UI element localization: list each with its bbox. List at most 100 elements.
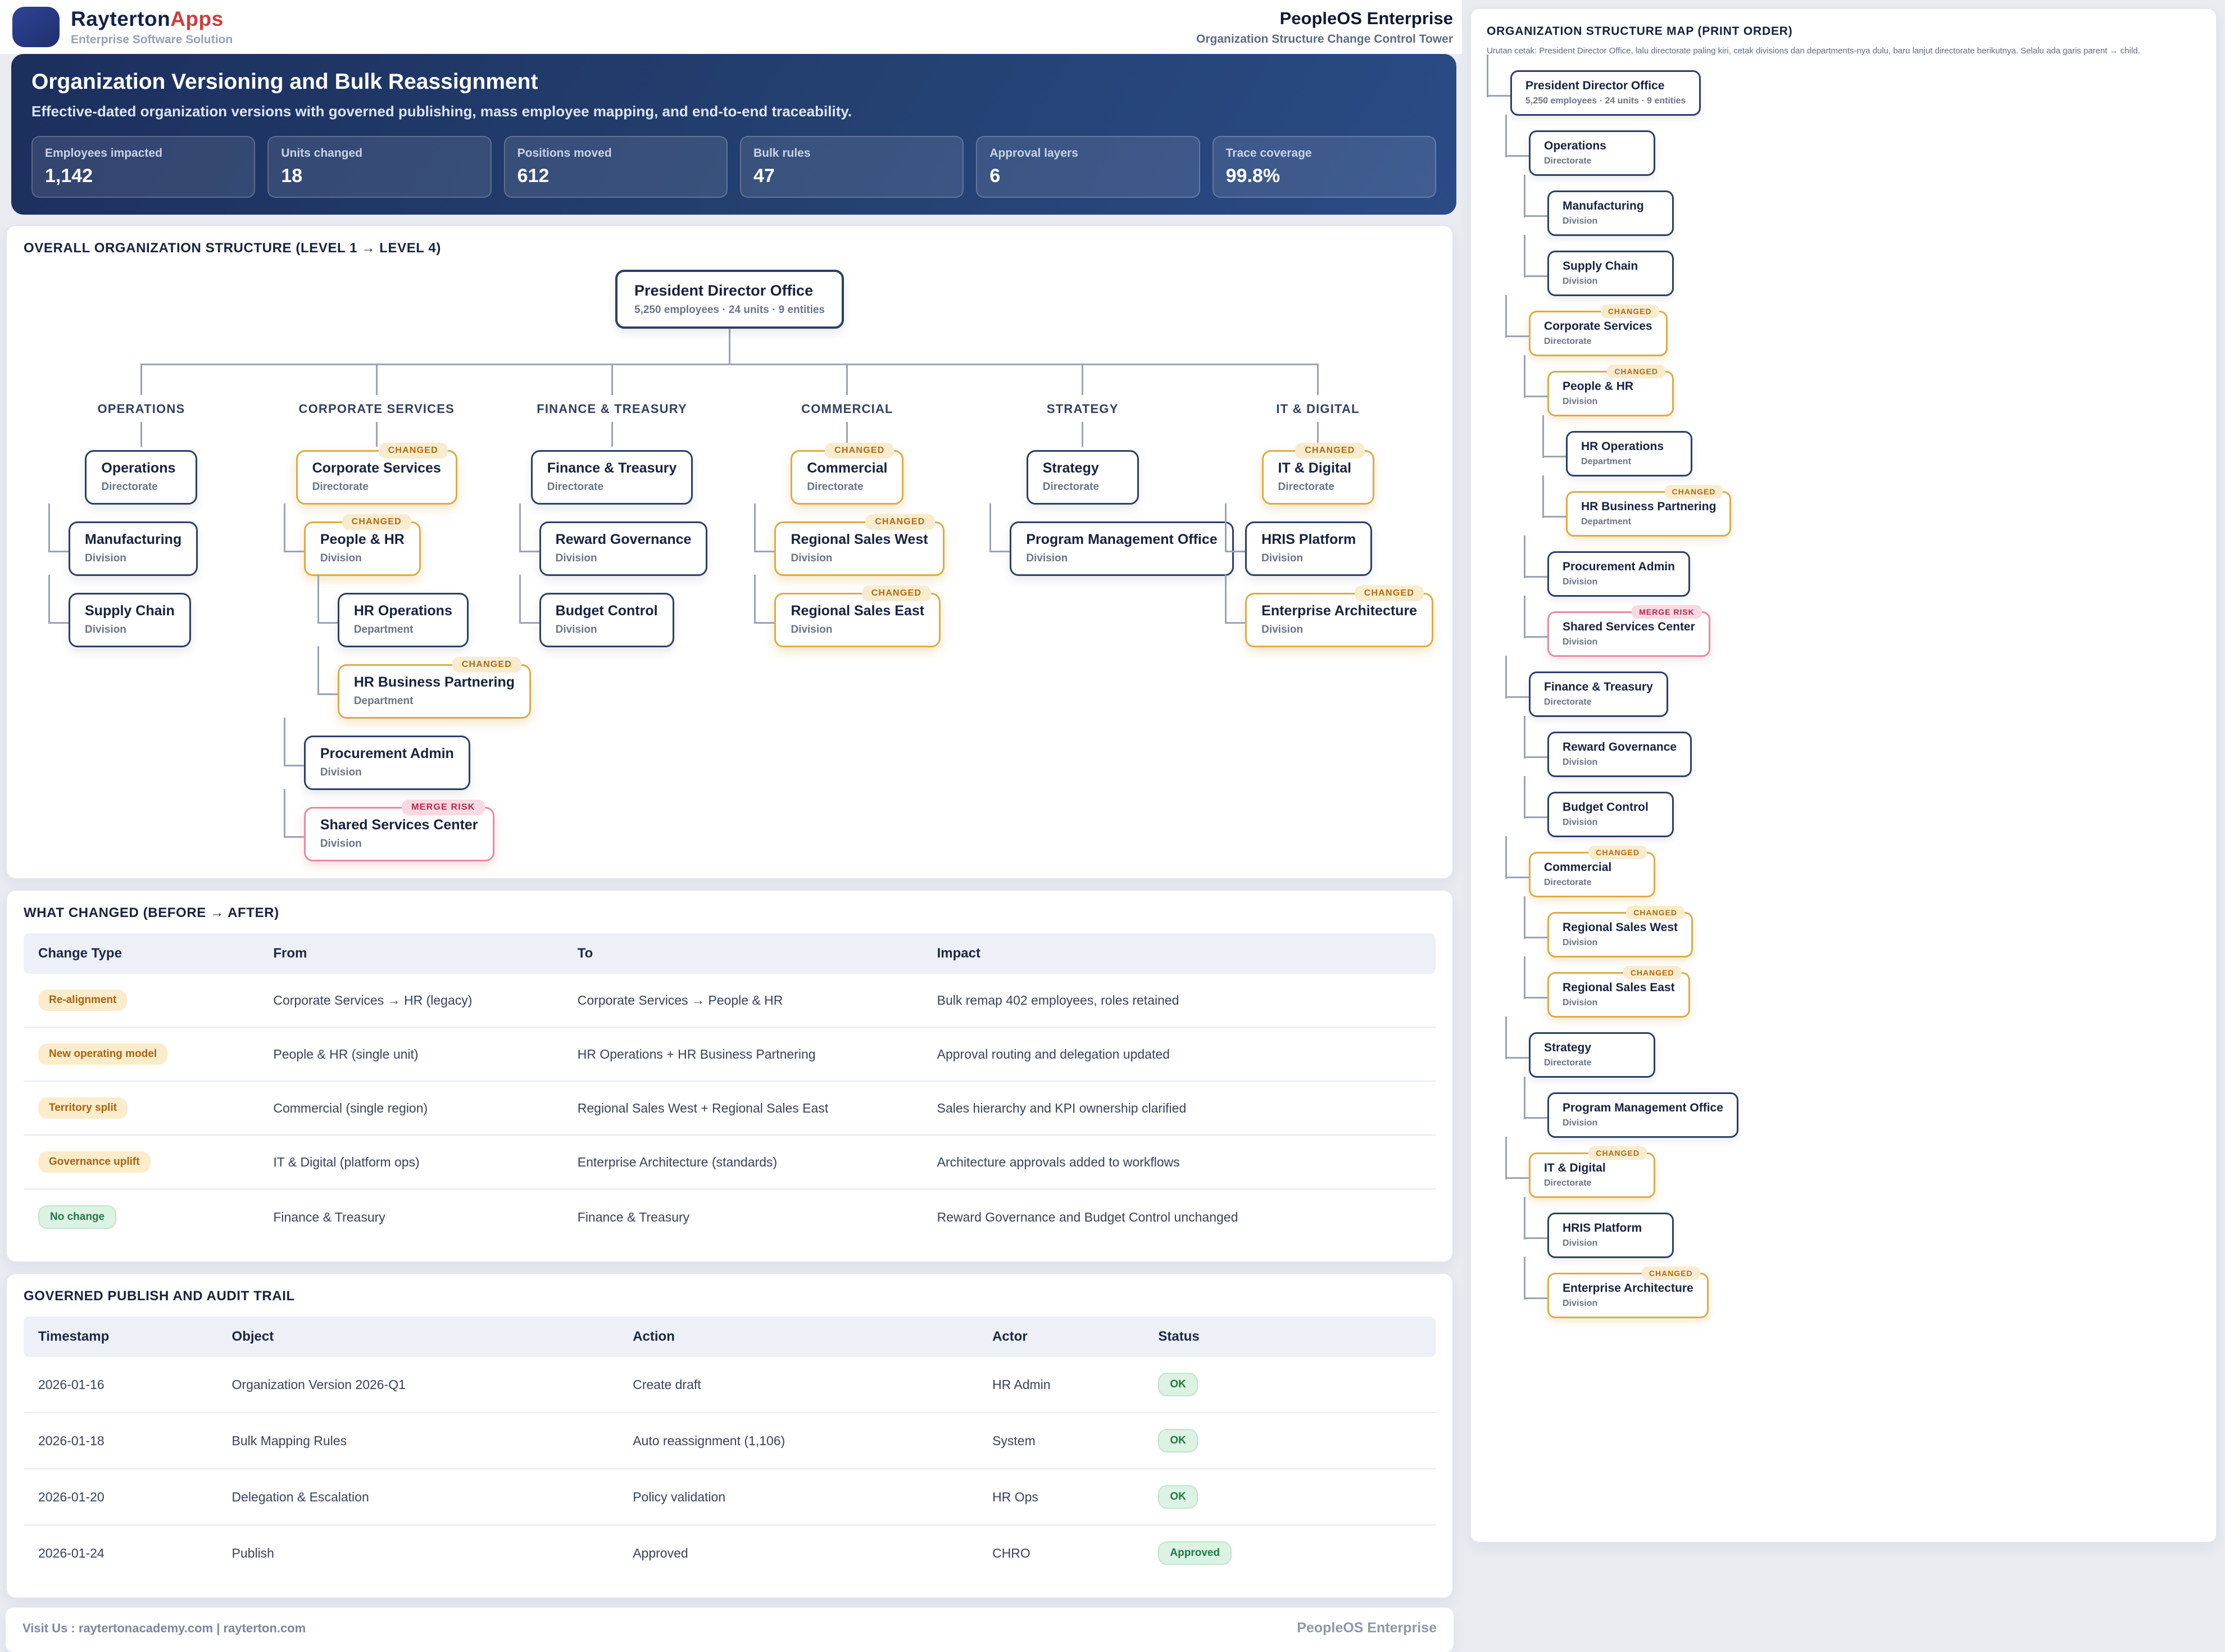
connector-line <box>1082 364 1084 395</box>
change-type-cell: No change <box>38 1205 273 1229</box>
org-box-type: Division <box>320 838 362 850</box>
status-cell: Approved <box>1158 1541 1421 1565</box>
object-cell: Delegation & Escalation <box>231 1489 369 1504</box>
print-tree-node-title: Regional Sales West <box>1563 921 1678 934</box>
print-tree-node-title: HRIS Platform <box>1563 1222 1642 1235</box>
connector-line <box>611 422 613 447</box>
page-subtitle: Effective-dated organization versions wi… <box>31 103 852 120</box>
org-box-title: Regional Sales East <box>791 603 925 619</box>
org-box-title: President Director Office <box>634 282 814 299</box>
audit-trail-title: GOVERNED PUBLISH AND AUDIT TRAIL <box>24 1288 295 1304</box>
brand-block: RaytertonApps Enterprise Software Soluti… <box>12 7 233 47</box>
org-column-header: COMMERCIAL <box>801 402 893 416</box>
org-box-type: Directorate <box>1278 481 1334 493</box>
actor-cell: CHRO <box>992 1545 1030 1560</box>
org-box-title: People & HR <box>320 532 405 547</box>
print-tree-node-type: Division <box>1563 216 1598 226</box>
to-cell: Corporate Services → People & HR <box>577 992 783 1007</box>
print-tree-node-title: Strategy <box>1544 1041 1592 1054</box>
impact-cell: Architecture approvals added to workflow… <box>937 1154 1180 1169</box>
change-type-badge: Governance uplift <box>38 1151 151 1173</box>
footer-links[interactable]: Visit Us : raytertonacademy.com | rayter… <box>22 1621 306 1635</box>
print-tree-node-title: Regional Sales East <box>1563 981 1675 994</box>
org-column-header: CORPORATE SERVICES <box>298 402 455 416</box>
sidebar-title: ORGANIZATION STRUCTURE MAP (PRINT ORDER) <box>1487 25 1793 38</box>
print-tree-node-type: Division <box>1563 1299 1598 1308</box>
print-tree-node-title: Finance & Treasury <box>1544 680 1653 693</box>
to-cell: HR Operations + HR Business Partnering <box>577 1046 816 1061</box>
org-box-title: Corporate Services <box>312 460 441 476</box>
to-cell: Enterprise Architecture (standards) <box>577 1154 778 1169</box>
stat-label: Bulk rules <box>753 147 811 160</box>
org-box-title: Supply Chain <box>85 603 175 619</box>
org-box-title: Finance & Treasury <box>547 460 677 476</box>
column-header: To <box>577 946 593 961</box>
org-box-type: Directorate <box>101 481 158 493</box>
connector-line <box>1317 422 1319 447</box>
stat-value: 6 <box>989 165 1001 187</box>
print-tree-node-title: HR Operations <box>1581 440 1664 453</box>
timestamp-cell: 2026-01-16 <box>38 1377 105 1392</box>
object-cell: Bulk Mapping Rules <box>231 1433 347 1448</box>
changed-badge: CHANGED <box>452 657 522 673</box>
org-box-type: Division <box>1026 552 1068 564</box>
org-box-type: Division <box>85 624 126 636</box>
org-structure-title: OVERALL ORGANIZATION STRUCTURE (LEVEL 1 … <box>24 240 441 256</box>
changed-badge: CHANGED <box>1626 906 1685 919</box>
column-header: Status <box>1158 1329 1200 1344</box>
print-tree-node-type: Division <box>1563 998 1598 1007</box>
from-cell: IT & Digital (platform ops) <box>273 1154 420 1169</box>
org-box-title: Regional Sales West <box>791 532 928 547</box>
status-badge: OK <box>1158 1429 1198 1453</box>
structure-map-sidebar: ORGANIZATION STRUCTURE MAP (PRINT ORDER)… <box>1470 8 2217 1543</box>
org-column-header: IT & DIGITAL <box>1276 402 1360 416</box>
org-box-title: Shared Services Center <box>320 817 478 833</box>
print-tree-node-title: Budget Control <box>1563 801 1649 814</box>
change-type-badge: New operating model <box>38 1043 168 1065</box>
connector-line <box>140 364 142 395</box>
print-tree-node-title: IT & Digital <box>1544 1161 1606 1174</box>
org-box-title: Enterprise Architecture <box>1261 603 1418 619</box>
print-tree-node-title: HR Business Partnering <box>1581 500 1717 513</box>
status-cell: OK <box>1158 1485 1421 1509</box>
org-box-title: Commercial <box>807 460 888 476</box>
product-subtitle: Organization Structure Change Control To… <box>1196 32 1453 46</box>
print-tree-node-title: Procurement Admin <box>1563 560 1675 573</box>
actor-cell: System <box>992 1433 1036 1448</box>
changed-badge: CHANGED <box>1664 485 1723 498</box>
